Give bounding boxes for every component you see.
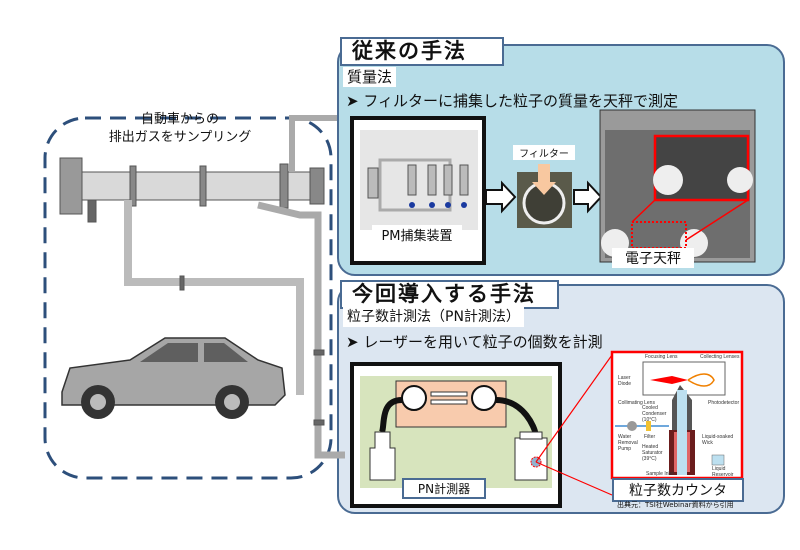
process-arrow bbox=[485, 180, 517, 214]
sampling-caption: 自動車からの 排出ガスをサンプリング bbox=[108, 112, 252, 145]
cpc-label: Cooled Condenser (10°C) bbox=[642, 405, 667, 423]
sampling-boundary bbox=[43, 116, 333, 480]
cpc-label: Collimating Lens bbox=[618, 400, 655, 406]
filter-image bbox=[517, 164, 572, 228]
cpc-label: Laser Diode bbox=[618, 375, 632, 387]
new-method-title: 今回導入する手法 bbox=[340, 280, 559, 309]
cpc-label: Filter bbox=[644, 434, 656, 440]
cpc-label: Photodetector bbox=[708, 400, 740, 406]
balance-label: 電子天秤 bbox=[612, 248, 694, 268]
cpc-label: Heated Saturator (39°C) bbox=[642, 444, 663, 462]
cpc-label: Collecting Lenses bbox=[700, 354, 740, 360]
cpc-label: Water Removal Pump bbox=[618, 434, 638, 452]
particle-counter-label: 粒子数カウンタ bbox=[612, 478, 744, 502]
arrowhead-bullet-icon: ➤ bbox=[346, 333, 364, 351]
pm-device-label: PM捕集装置 bbox=[372, 225, 462, 244]
cpc-label: Focusing Lens bbox=[645, 354, 678, 360]
pn-device-label: PN計測器 bbox=[402, 478, 486, 499]
cpc-label: Liquid Reservoir bbox=[712, 466, 734, 478]
cpc-label: Liquid-soaked Wick bbox=[702, 434, 734, 446]
source-citation: 出典元：TSI社Webinar資料から引用 bbox=[617, 501, 734, 509]
filter-label: フィルター bbox=[513, 145, 575, 160]
pn-method-label: 粒子数計測法（PN計測法） bbox=[343, 307, 524, 327]
dilution-tunnel bbox=[59, 115, 345, 459]
conventional-bullet: ➤ フィルターに捕集した粒子の質量を天秤で測定 bbox=[346, 92, 679, 110]
mass-method-label: 質量法 bbox=[343, 67, 397, 87]
car-illustration bbox=[61, 337, 286, 419]
process-arrow bbox=[573, 180, 603, 214]
arrowhead-bullet-icon: ➤ bbox=[346, 92, 364, 110]
new-method-bullet: ➤ レーザーを用いて粒子の個数を計測 bbox=[346, 333, 603, 351]
electronic-balance-image bbox=[599, 109, 756, 263]
conventional-method-title: 従来の手法 bbox=[340, 37, 504, 66]
cpc-schematic bbox=[610, 350, 744, 480]
cpc-label: Sample Inlet bbox=[646, 471, 674, 477]
pn-measurement-device-image bbox=[350, 354, 613, 508]
